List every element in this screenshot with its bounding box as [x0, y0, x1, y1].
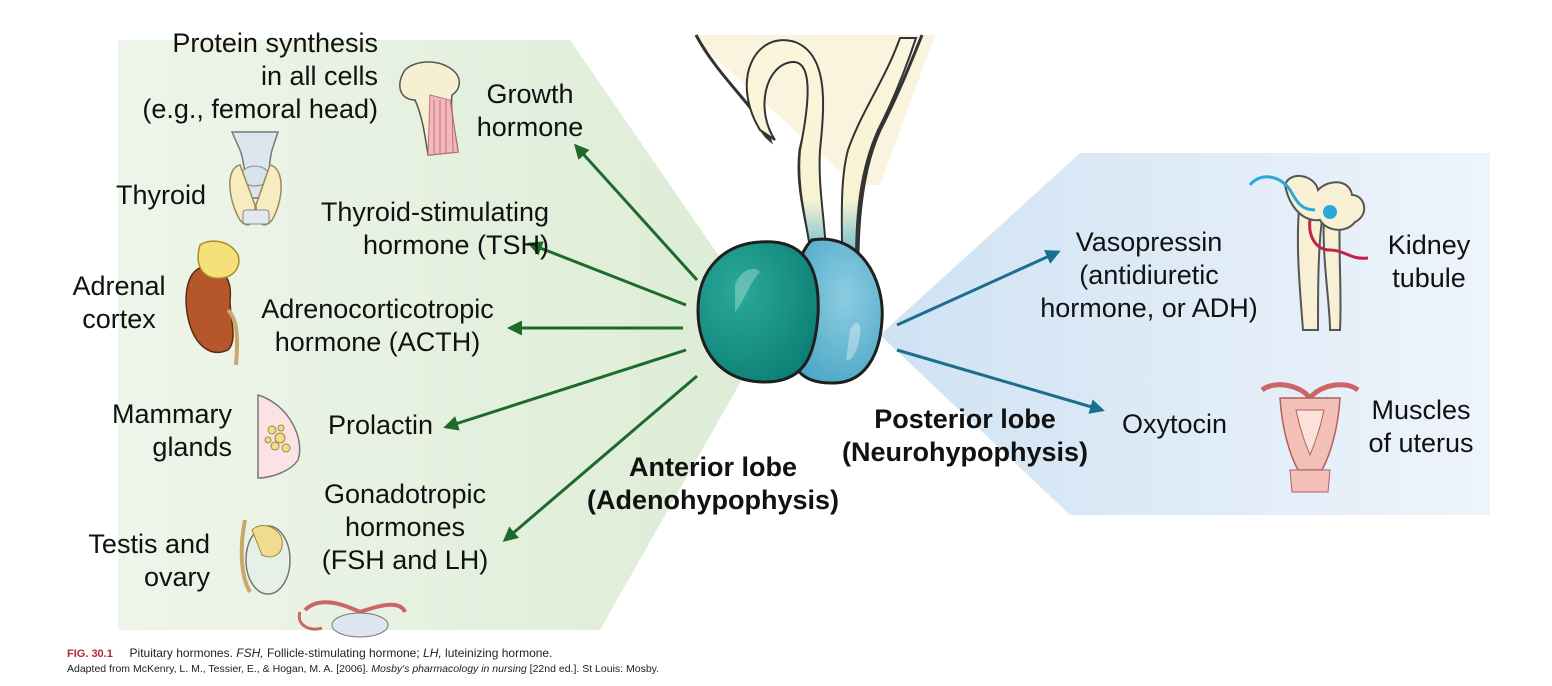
- hormone-growth-hormone: Growth hormone: [470, 78, 590, 144]
- hormone-tsh-line-1: Thyroid-stimulating: [320, 197, 549, 227]
- thyroid-icon: [229, 131, 282, 226]
- target-uterus-muscles: Muscles of uterus: [1358, 394, 1484, 460]
- hormone-vaso-line-1: Vasopressin: [1075, 227, 1223, 257]
- adrenal-kidney-icon: [185, 240, 240, 366]
- lobe-highlight: [846, 322, 861, 361]
- femoral-head-icon: [399, 61, 460, 156]
- anterior-lobe-title: Anterior lobe (Adenohypophysis): [568, 451, 858, 517]
- target-uterus-line-1: Muscles: [1371, 395, 1471, 425]
- stalk-body: [745, 37, 918, 263]
- anterior-lobe-title-line-2: (Adenohypophysis): [586, 485, 839, 515]
- hormone-gonad-line-2: hormones: [344, 512, 466, 542]
- uterus-icon: [1260, 382, 1360, 493]
- target-testis-line-1: Testis and: [88, 529, 210, 559]
- hormone-gh-line-2: hormone: [476, 112, 584, 142]
- figure-source: Adapted from McKenry, L. M., Tessier, E.…: [67, 663, 659, 675]
- target-mammary-line-2: glands: [152, 432, 232, 462]
- target-kidney-line-1: Kidney: [1387, 230, 1471, 260]
- kidney-tubule-icon: [1248, 175, 1369, 331]
- target-adrenal-cortex: Adrenal cortex: [66, 270, 172, 336]
- figure-caption: FIG. 30.1 Pituitary hormones. FSH, Folli…: [67, 646, 552, 660]
- target-protein-line-1: Protein synthesis: [172, 28, 378, 58]
- hormone-tsh: Thyroid-stimulating hormone (TSH): [321, 196, 549, 262]
- caption-abbr-fsh: FSH,: [236, 646, 264, 660]
- posterior-lobe-title: Posterior lobe (Neurohypophysis): [820, 403, 1110, 469]
- lobe-highlight: [735, 268, 760, 312]
- caption-abbr-lh: LH,: [423, 646, 442, 660]
- arrow-prolactin: [443, 348, 687, 431]
- target-mammary-glands: Mammary glands: [112, 398, 232, 464]
- anterior-lobe: [696, 240, 820, 384]
- target-protein-line-3: (e.g., femoral head): [142, 94, 378, 124]
- target-uterus-line-2: of uterus: [1368, 428, 1474, 458]
- arrow-tsh: [527, 241, 687, 307]
- caption-text-2: Follicle-stimulating hormone;: [263, 646, 424, 660]
- arrow-gonadotropic: [502, 374, 698, 542]
- target-kidney-line-2: tubule: [1392, 263, 1466, 293]
- hormone-gonad-line-1: Gonadotropic: [323, 479, 487, 509]
- arrow-oxytocin: [896, 348, 1105, 414]
- target-thyroid: Thyroid: [116, 180, 207, 210]
- hormone-vasopressin: Vasopressin (antidiuretic hormone, or AD…: [1026, 226, 1272, 325]
- caption-text-3: luteinizing hormone.: [441, 646, 553, 660]
- anterior-lobe-title-line-1: Anterior lobe: [628, 452, 797, 482]
- hormone-vaso-line-2: (antidiuretic: [1079, 260, 1219, 290]
- hormone-gonadotropic: Gonadotropic hormones (FSH and LH): [310, 478, 500, 577]
- source-text-1: Adapted from McKenry, L. M., Tessier, E.…: [67, 663, 372, 675]
- target-mammary-line-1: Mammary: [112, 399, 232, 429]
- target-adrenal-line-2: cortex: [82, 304, 156, 334]
- target-adrenal-line-1: Adrenal: [72, 271, 166, 301]
- posterior-lobe-title-line-1: Posterior lobe: [874, 404, 1056, 434]
- target-protein-synthesis: Protein synthesis in all cells (e.g., fe…: [142, 27, 378, 126]
- source-text-2: [22nd ed.]. St Louis: Mosby.: [526, 663, 660, 675]
- arrow-growth-hormone: [573, 143, 699, 282]
- figure-number: FIG. 30.1: [67, 648, 113, 660]
- hormone-acth-line-1: Adrenocorticotropic: [261, 294, 494, 324]
- target-kidney-tubule: Kidney tubule: [1378, 229, 1480, 295]
- testis-icon: [239, 519, 291, 595]
- target-testis-ovary: Testis and ovary: [88, 528, 210, 594]
- mammary-gland-icon: [257, 393, 301, 479]
- hormone-prolactin: Prolactin: [328, 410, 434, 440]
- target-protein-line-2: in all cells: [260, 61, 378, 91]
- caption-text-1: Pituitary hormones.: [129, 646, 237, 660]
- hormone-gonad-line-3: (FSH and LH): [321, 545, 489, 575]
- hormone-oxytocin: Oxytocin: [1122, 409, 1228, 439]
- hormone-vaso-line-3: hormone, or ADH): [1040, 293, 1258, 323]
- source-title: Mosby's pharmacology in nursing: [371, 663, 527, 675]
- hormone-acth-line-2: hormone (ACTH): [274, 327, 481, 357]
- target-testis-line-2: ovary: [143, 562, 210, 592]
- hormone-acth: Adrenocorticotropic hormone (ACTH): [245, 293, 510, 359]
- hormone-tsh-line-2: hormone (TSH): [362, 230, 549, 260]
- arrow-vasopressin: [896, 250, 1061, 327]
- hormone-gh-line-1: Growth: [486, 79, 574, 109]
- ovary-icon: [297, 600, 407, 638]
- posterior-lobe-title-line-2: (Neurohypophysis): [841, 437, 1089, 467]
